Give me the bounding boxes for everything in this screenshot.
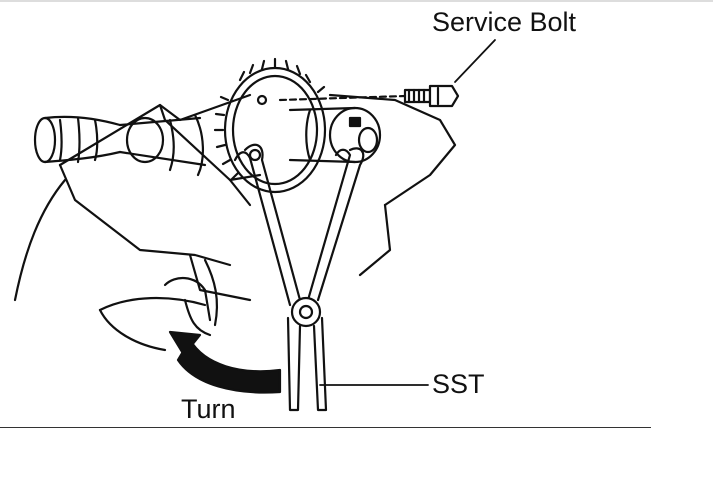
hand [13,178,219,352]
turn-label: Turn [181,394,236,424]
camshaft-gear [213,57,327,194]
sst-label: SST [432,369,485,399]
camshaft [33,113,207,177]
sst-tool [233,143,429,412]
service-bolt [278,39,496,108]
cylinder-head-block [58,93,457,302]
service-bolt-label: Service Bolt [432,7,577,37]
turn-arrow [168,330,282,394]
bottom-rule [0,427,651,428]
shaft-end [288,106,382,164]
